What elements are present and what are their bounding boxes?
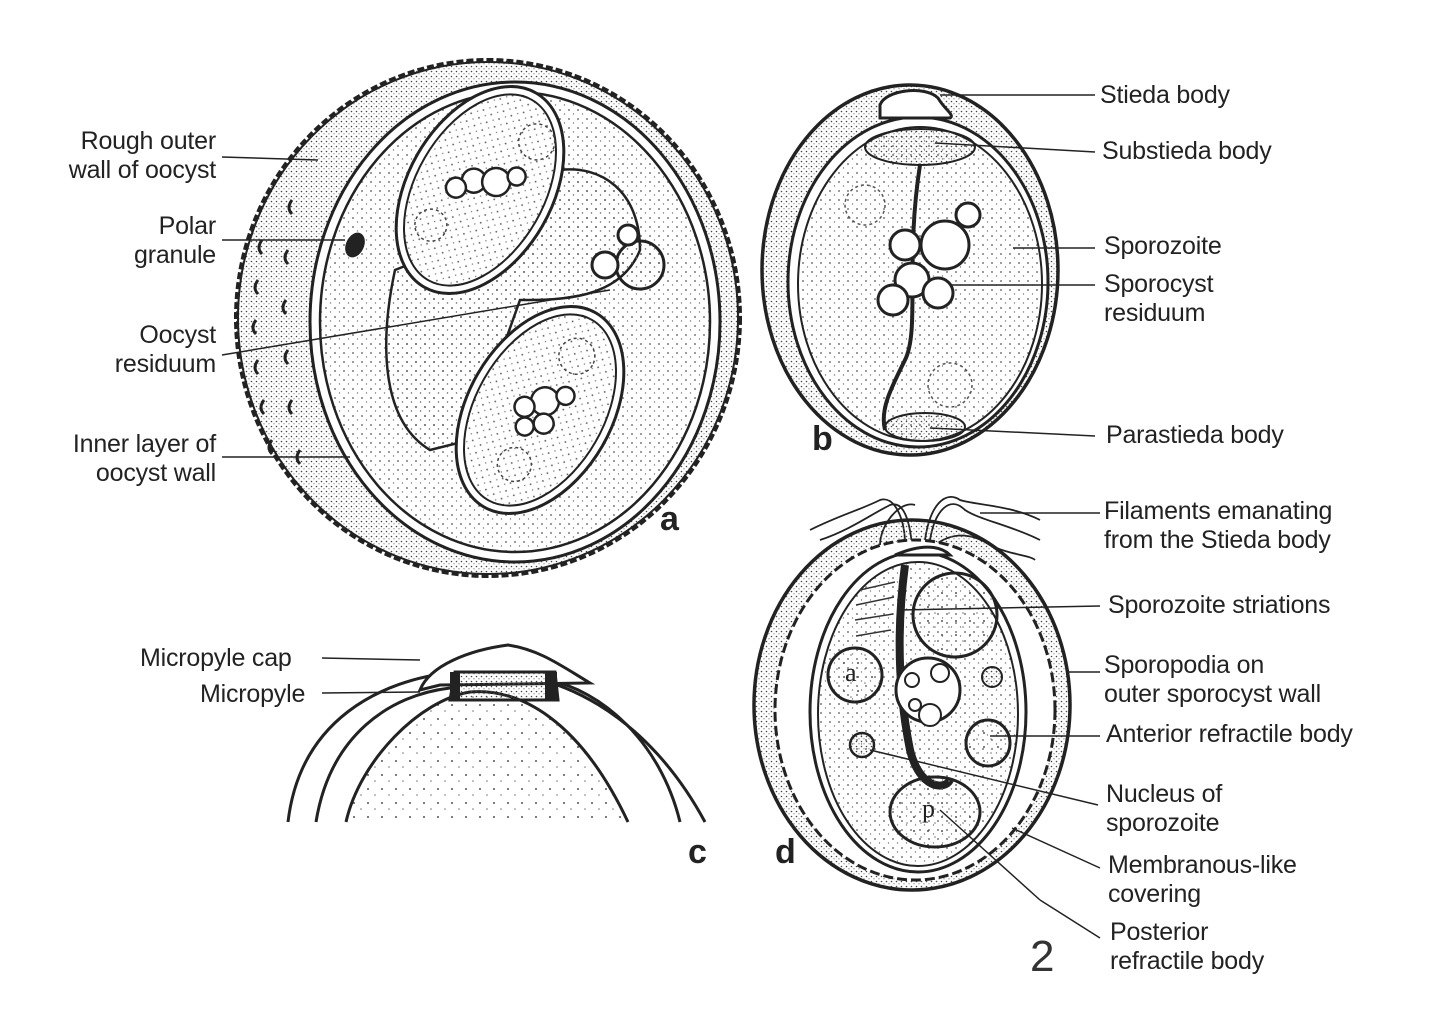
label-line: Nucleus of <box>1106 780 1223 808</box>
label-line: Sporopodia on <box>1104 651 1265 679</box>
label-striations: Sporozoite striations <box>1108 591 1331 619</box>
label-line: from the Stieda body <box>1104 526 1331 554</box>
figure-number: 2 <box>1030 932 1055 981</box>
label-anterior-refractile: Anterior refractile body <box>1106 720 1353 748</box>
label-line: outer sporocyst wall <box>1104 680 1321 708</box>
label-sporopodia: Sporopodia on outer sporocyst wall <box>1104 651 1321 709</box>
label-line: Posterior <box>1110 918 1209 946</box>
label-line: sporozoite <box>1106 809 1220 837</box>
label-line: residuum <box>1104 299 1206 327</box>
label-nucleus: Nucleus of sporozoite <box>1106 780 1222 838</box>
label-sporocyst-residuum: Sporocyst residuum <box>1104 270 1214 328</box>
mark-posterior: p <box>922 794 935 823</box>
substieda-body <box>864 128 976 166</box>
label-line: wall of oocyst <box>68 156 216 184</box>
label-line: Oocyst <box>139 321 216 349</box>
label-posterior-refractile: Posterior refractile body <box>1110 918 1264 976</box>
panel-letter-c: c <box>688 833 707 871</box>
label-line: granule <box>134 241 216 269</box>
panel-b-sporocyst <box>760 83 1060 457</box>
label-filaments: Filaments emanating from the Stieda body <box>1104 497 1332 555</box>
posterior-refractile-body <box>888 775 982 849</box>
label-line: Inner layer of <box>72 430 216 458</box>
label-sporozoite: Sporozoite <box>1104 232 1222 260</box>
label-line: residuum <box>114 350 216 378</box>
label-line: Rough outer <box>80 127 217 155</box>
sporocyst-upper <box>394 85 566 295</box>
leader-lines <box>221 94 1101 939</box>
panel-letter-a: a <box>660 500 679 538</box>
mark-anterior: a <box>845 658 857 687</box>
polar-granule <box>345 232 365 258</box>
label-line: Membranous-like <box>1108 851 1297 879</box>
label-polar-granule: Polar granule <box>20 212 216 270</box>
sporocyst-lower <box>454 305 626 515</box>
label-stieda-body: Stieda body <box>1100 81 1230 109</box>
nucleus-sporozoite <box>848 731 876 759</box>
panel-d-sporocyst <box>752 496 1072 892</box>
panel-c-micropyle <box>286 643 707 823</box>
stieda-body <box>878 89 953 120</box>
label-line: Filaments emanating <box>1104 497 1333 525</box>
label-line: covering <box>1108 880 1201 908</box>
label-line: refractile body <box>1110 947 1265 975</box>
label-micropyle-cap: Micropyle cap <box>140 644 292 672</box>
parastieda-body <box>884 412 966 442</box>
label-line: oocyst wall <box>95 459 216 487</box>
label-oocyst-residuum: Oocyst residuum <box>20 321 216 379</box>
anterior-refractile-body <box>826 646 884 704</box>
label-substieda-body: Substieda body <box>1102 137 1272 165</box>
label-line: Polar <box>158 212 217 240</box>
panel-letter-b: b <box>812 420 833 458</box>
panel-a-oocyst <box>234 58 742 578</box>
label-parastieda-body: Parastieda body <box>1106 421 1284 449</box>
label-line: Sporocyst <box>1104 270 1214 298</box>
label-rough-outer-wall: Rough outer wall of oocyst <box>20 127 216 185</box>
micropyle <box>448 670 560 702</box>
label-inner-layer: Inner layer of oocyst wall <box>20 430 216 488</box>
label-membranous: Membranous-like covering <box>1108 851 1297 909</box>
panel-letter-d: d <box>775 833 796 871</box>
label-micropyle: Micropyle <box>200 680 306 708</box>
